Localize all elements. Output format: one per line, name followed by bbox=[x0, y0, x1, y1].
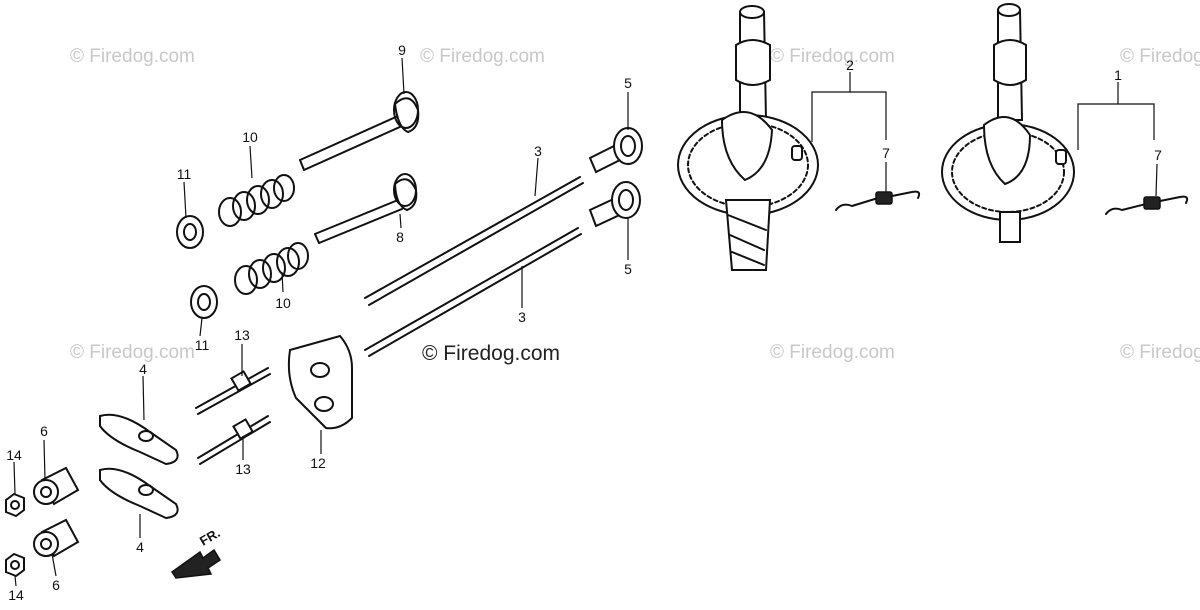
tappet-upper bbox=[588, 127, 643, 174]
callout-10-lower: 10 bbox=[275, 295, 291, 311]
callout-5-upper: 5 bbox=[624, 75, 632, 91]
front-direction-arrow: FR. bbox=[170, 525, 223, 579]
watermark-main: © Firedog.com bbox=[422, 342, 560, 365]
valve-spring-upper bbox=[218, 174, 295, 227]
camshaft-assembly-1 bbox=[941, 3, 1075, 243]
callout-14-lower: 14 bbox=[8, 587, 24, 603]
guide-plate bbox=[287, 334, 353, 430]
valve-spring-lower bbox=[234, 242, 309, 295]
callout-13-lower: 13 bbox=[235, 461, 251, 477]
callout-4-upper: 4 bbox=[139, 361, 147, 377]
watermark: © Firedog.com bbox=[70, 342, 195, 363]
callout-14-upper: 14 bbox=[6, 447, 22, 463]
tappet-lower bbox=[588, 181, 641, 228]
callout-13-upper: 13 bbox=[234, 327, 250, 343]
callout-3-upper: 3 bbox=[534, 143, 542, 159]
push-rod-upper bbox=[364, 176, 584, 306]
lock-nut-upper bbox=[5, 492, 25, 518]
rocker-pivot-upper bbox=[33, 466, 80, 506]
callout-3-lower: 3 bbox=[518, 309, 526, 325]
callout-8: 8 bbox=[396, 229, 404, 245]
callout-6-upper: 6 bbox=[40, 423, 48, 439]
camshaft-assembly-2 bbox=[677, 5, 819, 271]
cam-spring-1 bbox=[1105, 195, 1189, 215]
lock-nut-lower bbox=[5, 552, 25, 578]
watermark: © Firedog.com bbox=[1120, 46, 1200, 67]
cam-spring-2 bbox=[835, 190, 921, 211]
rocker-pivot-lower bbox=[33, 518, 80, 558]
watermark: © Firedog.com bbox=[770, 46, 895, 67]
rocker-arm-lower bbox=[99, 467, 179, 520]
watermark: © Firedog.com bbox=[1120, 342, 1200, 363]
callout-9: 9 bbox=[398, 42, 406, 58]
spring-retainer-upper bbox=[176, 215, 204, 249]
valve-upper bbox=[299, 91, 420, 171]
callout-11-upper: 11 bbox=[177, 166, 192, 182]
front-direction-label: FR. bbox=[197, 525, 223, 548]
callout-7-left: 7 bbox=[882, 145, 890, 161]
watermark: © Firedog.com bbox=[420, 46, 545, 67]
callout-12: 12 bbox=[310, 455, 326, 471]
callout-labels: 1 2 3 3 4 4 5 5 6 6 7 7 8 9 10 10 11 11 … bbox=[6, 42, 1162, 603]
callout-10-upper: 10 bbox=[242, 129, 258, 145]
callout-7-right: 7 bbox=[1154, 147, 1162, 163]
callout-6-lower: 6 bbox=[52, 577, 60, 593]
watermark: © Firedog.com bbox=[770, 342, 895, 363]
stud-upper bbox=[195, 367, 271, 415]
spring-retainer-lower bbox=[190, 285, 218, 319]
callout-2: 2 bbox=[846, 57, 854, 73]
leader-lines bbox=[13, 57, 1158, 587]
watermark-group: © Firedog.com © Firedog.com © Firedog.co… bbox=[70, 46, 1200, 363]
watermark: © Firedog.com bbox=[70, 46, 195, 67]
valve-lower bbox=[314, 173, 418, 244]
callout-5-lower: 5 bbox=[624, 261, 632, 277]
push-rod-lower bbox=[364, 227, 582, 357]
stud-lower bbox=[197, 415, 271, 465]
callout-4-lower: 4 bbox=[136, 539, 144, 555]
callout-1: 1 bbox=[1114, 67, 1122, 83]
rocker-arm-upper bbox=[99, 413, 179, 466]
callout-11-lower: 11 bbox=[195, 337, 210, 353]
